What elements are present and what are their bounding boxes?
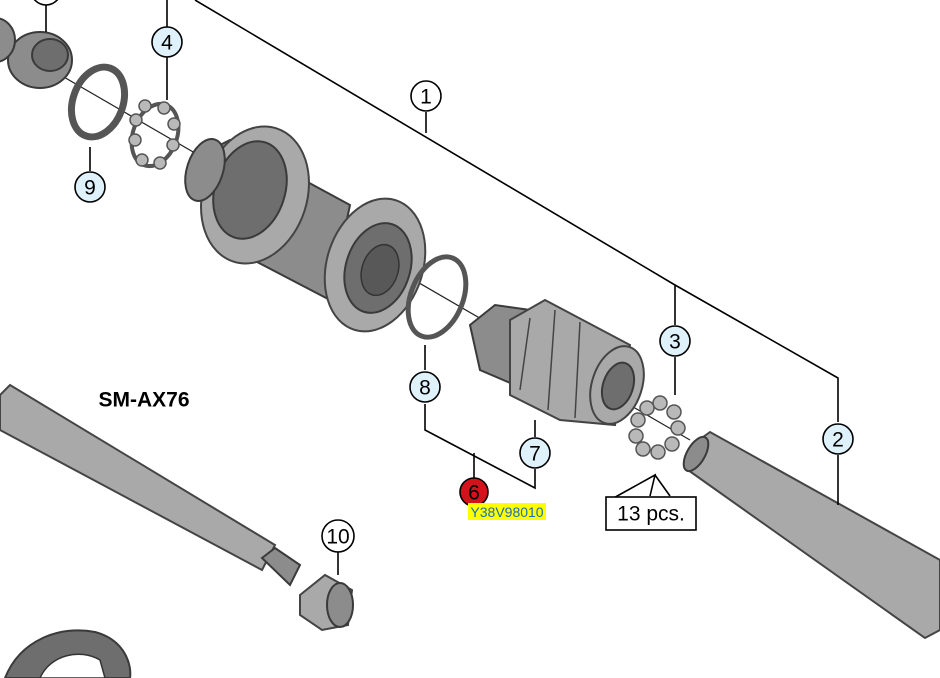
leader-lines: [45, 0, 839, 575]
callout-3-number: 3: [669, 331, 681, 354]
freehub-body-part: [468, 298, 645, 427]
part-code-highlight[interactable]: Y38V98010: [468, 503, 546, 520]
callout-2-number: 2: [832, 429, 844, 452]
quantity-note: 13 pcs.: [605, 496, 697, 531]
callout-8-number: 8: [419, 377, 431, 400]
callout-4[interactable]: 4: [151, 26, 183, 58]
callout-1[interactable]: 1: [410, 80, 442, 112]
callout-1-number: 1: [420, 86, 432, 109]
callout-6-number: 6: [468, 482, 480, 505]
callout-3[interactable]: 3: [659, 325, 691, 357]
end-cap-part: [299, 573, 354, 632]
hub-axle-part: [682, 430, 940, 640]
callout-10-number: 10: [326, 526, 349, 549]
partial-part-bottom-left: [3, 629, 132, 678]
part-code-text: Y38V98010: [470, 504, 543, 520]
callout-8[interactable]: 8: [409, 371, 441, 403]
callout-10[interactable]: 10: [321, 519, 355, 553]
hub-body-part: [184, 125, 427, 333]
callout-7-number: 7: [529, 443, 541, 466]
lock-nut-part: [0, 17, 73, 89]
o-ring-part: [405, 254, 469, 340]
washer-part: [67, 63, 129, 141]
quantity-note-text: 13 pcs.: [617, 503, 685, 526]
callout-partial-top-left: [33, 0, 59, 6]
bearing-cage-part: [128, 99, 181, 170]
callout-2[interactable]: 2: [822, 423, 854, 455]
callout-9-number: 9: [84, 177, 96, 200]
callout-9[interactable]: 9: [74, 171, 106, 203]
callout-4-number: 4: [161, 32, 173, 55]
callout-6[interactable]: 6: [459, 477, 489, 507]
through-axle-part: [0, 383, 302, 587]
callout-7[interactable]: 7: [519, 437, 551, 469]
loose-bearing-balls-part: [628, 395, 686, 460]
model-label: SM-AX76: [98, 389, 189, 412]
